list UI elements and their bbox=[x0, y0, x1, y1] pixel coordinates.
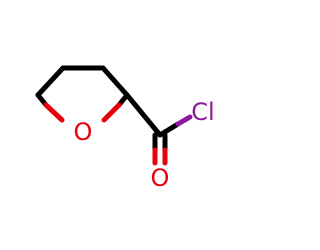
bond-c2-o1-oxygen-half bbox=[101, 102, 122, 123]
molecule-structure: O O Cl bbox=[35, 65, 215, 192]
carbonyl-oxygen-label: O bbox=[151, 164, 170, 192]
chlorine-label: Cl bbox=[191, 98, 214, 126]
bond-carbonyl-cl-chlorine-half bbox=[175, 114, 193, 127]
bond-c3-c2 bbox=[100, 65, 130, 98]
bond-carbonyl-cl-carbon-half bbox=[157, 121, 181, 138]
bond-c2-carbonyl bbox=[124, 92, 163, 138]
bond-c5-c4 bbox=[35, 65, 66, 98]
bond-c5-o1-oxygen-half bbox=[43, 102, 65, 123]
ring-oxygen-label: O bbox=[74, 118, 93, 146]
